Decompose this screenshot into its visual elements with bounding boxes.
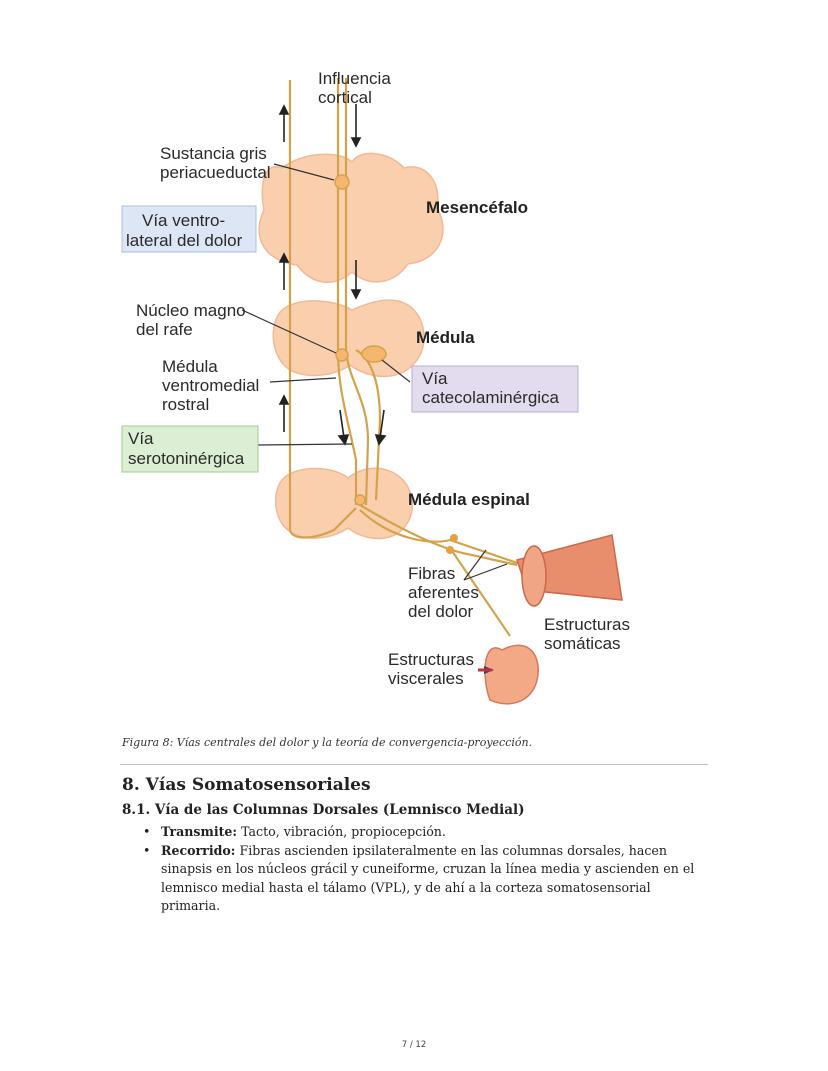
label-fibras-2: aferentes [408, 583, 479, 602]
list-item-text: Tacto, vibración, propiocepción. [237, 824, 446, 839]
spinal-cord-shape [275, 467, 414, 540]
label-magno-2: del rafe [136, 320, 193, 339]
arrows [278, 104, 387, 446]
page-number: 7 / 12 [401, 1040, 427, 1050]
nuclei [334, 174, 458, 554]
label-espinal: Médula espinal [408, 490, 530, 509]
leader-lines [241, 163, 508, 581]
serotonin-box [121, 425, 259, 473]
label-cortical-2: cortical [318, 88, 372, 107]
label-catecol-1: Vía [422, 369, 448, 388]
label-ventro-1: Vía ventro- [142, 211, 225, 230]
label-gris-1: Sustancia gris [160, 144, 267, 163]
list-item-term: Recorrido: [161, 842, 236, 858]
label-ventromedial-1: Médula [162, 357, 218, 376]
bullet-list: • Transmite: Tacto, vibración, propiocep… [141, 823, 711, 916]
ventrolateral-box [121, 205, 257, 253]
figure-caption: Figura 8: Vías centrales del dolor y la … [122, 736, 533, 749]
midbrain-shape [258, 152, 444, 283]
somatic-muscle [516, 534, 623, 607]
label-mesencefalo: Mesencéfalo [426, 198, 528, 217]
catecol-box [411, 365, 579, 413]
label-seroton-1: Vía [128, 429, 154, 448]
label-catecol-2: catecolaminérgica [422, 388, 560, 407]
section-heading: 8. Vías Somatosensoriales [122, 775, 371, 795]
bullet-icon: • [143, 842, 151, 858]
label-cortical-1: Influencia [318, 69, 391, 88]
label-ventromedial-3: rostral [162, 395, 209, 414]
section-divider [120, 764, 708, 765]
visceral-organ [478, 644, 539, 705]
bullet-icon: • [143, 824, 151, 839]
pain-pathways-figure: Influencia cortical Sustancia gris peria… [112, 60, 672, 708]
medulla-shape [272, 299, 425, 378]
label-magno-1: Núcleo magno [136, 301, 246, 320]
label-ventromedial-2: ventromedial [162, 376, 259, 395]
label-fibras-1: Fibras [408, 564, 455, 583]
list-item-text: Fibras ascienden ipsilateralmente en las… [161, 842, 695, 914]
label-fibras-3: del dolor [408, 602, 474, 621]
label-gris-2: periacueductal [160, 163, 271, 182]
list-item: • Transmite: Tacto, vibración, propiocep… [141, 823, 711, 842]
label-ventro-2: lateral del dolor [126, 231, 243, 250]
label-somaticas-2: somáticas [544, 634, 621, 653]
subsection-heading: 8.1. Vía de las Columnas Dorsales (Lemni… [122, 802, 525, 818]
pathway-lines [288, 78, 533, 637]
list-item-term: Transmite: [161, 824, 238, 839]
label-viscerales-1: Estructuras [388, 650, 474, 669]
label-medula: Médula [416, 328, 475, 347]
label-viscerales-2: viscerales [388, 669, 464, 688]
list-item: • Recorrido: Fibras ascienden ipsilatera… [141, 842, 711, 916]
label-somaticas-1: Estructuras [544, 615, 630, 634]
label-seroton-2: serotoninérgica [128, 449, 245, 468]
